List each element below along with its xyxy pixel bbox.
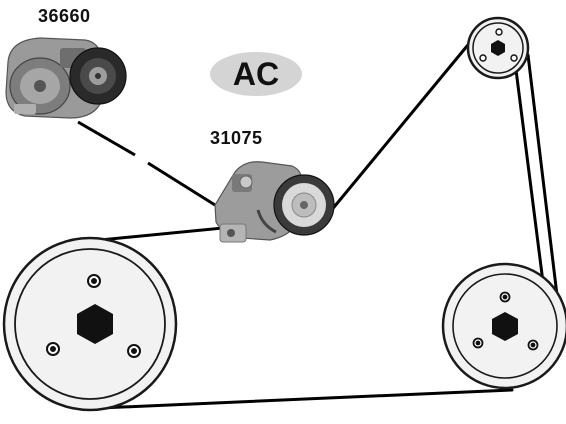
tensioner-36660-image (5, 37, 127, 119)
ac-badge: AC (210, 52, 302, 96)
lower-right-hub-icon (492, 312, 518, 341)
ac-label: AC (232, 55, 280, 92)
crankshaft-hub-icon (77, 304, 113, 344)
tensioner-36660-label: 36660 (38, 6, 91, 26)
ac-bolt-icons (479, 28, 518, 62)
crankshaft-pulley (2, 236, 178, 412)
lower-right-pulley (441, 262, 566, 390)
ac-compressor-pulley (466, 16, 530, 80)
belt-segment-ac-to-lower-right (526, 53, 562, 322)
belt-segment-tensioner-to-ac (323, 38, 474, 220)
lower-right-bolt-icons (472, 291, 539, 351)
belt-segment-bottom-return (98, 388, 514, 410)
tensioner-31075-label: 31075 (210, 128, 263, 148)
leader-line-36660 (77, 120, 216, 207)
belt-segment-ac-inner (513, 60, 547, 300)
crankshaft-bolt-icons (46, 274, 141, 358)
ac-hub-icon (491, 40, 505, 56)
tensioner-31075-image (214, 161, 335, 243)
